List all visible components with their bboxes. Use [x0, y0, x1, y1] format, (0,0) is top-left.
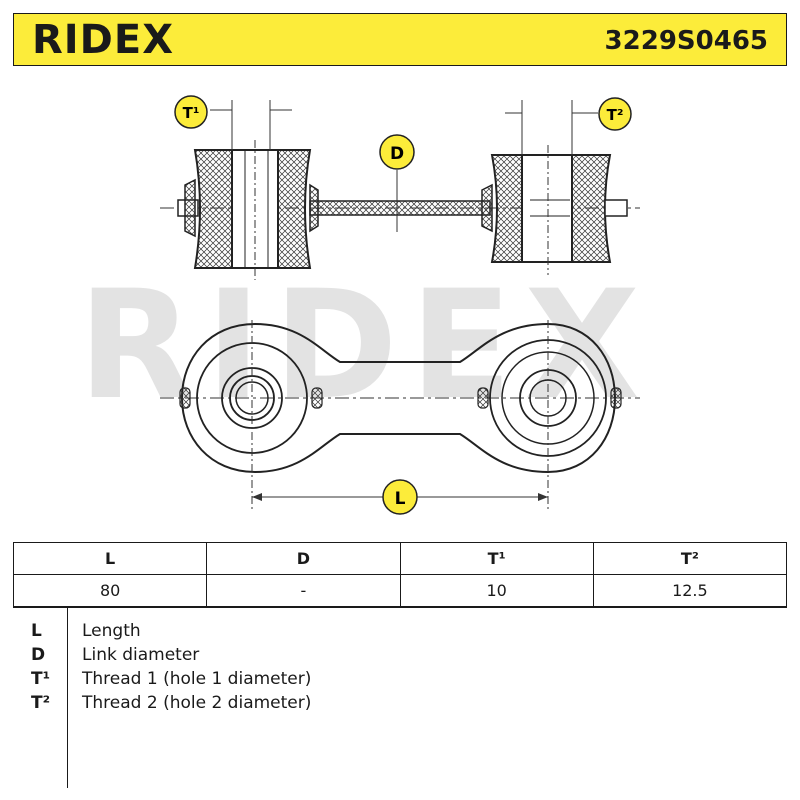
legend-desc: Thread 1 (hole 1 diameter) [82, 669, 312, 689]
technical-drawing: RIDEX [0, 66, 800, 542]
legend-key: T¹ [31, 669, 51, 689]
legend-item: T¹ Thread 1 (hole 1 diameter) [13, 667, 787, 691]
specs-header-l: L [12, 542, 208, 575]
callout-l-label: L [395, 489, 406, 509]
legend-desc: Link diameter [82, 645, 200, 665]
brand-logo: RIDEX [32, 17, 175, 63]
stabilizer-link-drawing: T¹ T² D [160, 95, 640, 515]
part-number: 3229S0465 [604, 26, 768, 56]
legend-key: T² [31, 693, 51, 713]
specs-header-row: L D T¹ T² [12, 542, 788, 575]
header-banner: RIDEX 3229S0465 [13, 13, 787, 66]
legend-desc: Length [82, 621, 141, 641]
specs-value-row: 80 - 10 12.5 [12, 574, 788, 607]
callout-d-label: D [390, 144, 404, 164]
legend-desc: Thread 2 (hole 2 diameter) [82, 693, 312, 713]
callout-t1-label: T¹ [183, 104, 200, 122]
callout-t1: T¹ [174, 95, 208, 129]
specs-value-l: 80 [12, 574, 208, 607]
specs-table: L D T¹ T² 80 - 10 12.5 [12, 542, 788, 607]
legend-key: L [31, 621, 42, 641]
legend-divider [67, 608, 68, 788]
legend-item: D Link diameter [13, 643, 787, 667]
specs-header-t2: T² [592, 542, 788, 575]
callout-t2: T² [598, 97, 632, 131]
specs-header-t1: T¹ [399, 542, 594, 575]
legend-key: D [31, 645, 46, 665]
specs-value-t2: 12.5 [592, 574, 788, 607]
side-view [160, 100, 640, 280]
legend-item: L Length [13, 619, 787, 643]
specs-header-d: D [206, 542, 401, 575]
callout-d: D [379, 134, 415, 170]
watermark: RIDEX [78, 259, 652, 433]
callout-l: L [382, 479, 418, 515]
legend: L Length D Link diameter T¹ Thread 1 (ho… [13, 607, 787, 788]
specs-value-t1: 10 [399, 574, 594, 607]
callout-t2-label: T² [607, 106, 624, 124]
legend-item: T² Thread 2 (hole 2 diameter) [13, 691, 787, 715]
specs-value-d: - [206, 574, 401, 607]
